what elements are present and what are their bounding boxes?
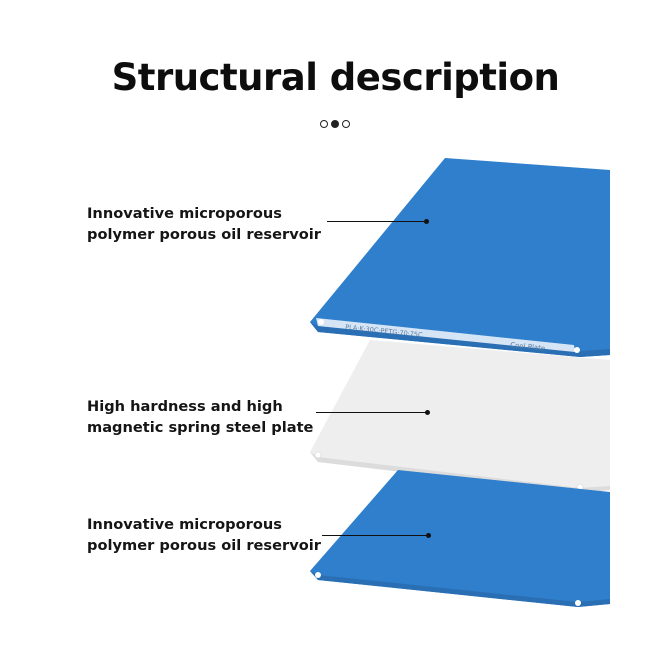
pager-dot[interactable]	[342, 120, 350, 128]
middle-steel-plate	[310, 340, 610, 493]
layer-label-middle-line2: magnetic spring steel plate	[87, 419, 314, 436]
leader-dot-middle	[425, 410, 430, 415]
pager-dot-active[interactable]	[331, 120, 339, 128]
pager-dot[interactable]	[320, 120, 328, 128]
bottom-blue-plate	[310, 470, 610, 607]
layer-label-bottom: Innovative microporous polymer porous oi…	[87, 514, 321, 556]
leader-line-bottom	[322, 535, 429, 537]
top-blue-plate: PLA·K·30C·PETG·70·75C Cool Plate	[310, 158, 610, 357]
leader-dot-bottom	[426, 533, 431, 538]
layer-label-middle: High hardness and high magnetic spring s…	[87, 396, 313, 438]
leader-line-middle	[316, 412, 428, 414]
plate-marking-right: Cool Plate	[510, 341, 546, 353]
page-title: Structural description	[111, 56, 560, 99]
carousel-pager[interactable]	[320, 119, 352, 129]
layer-label-top: Innovative microporous polymer porous oi…	[87, 203, 321, 245]
layer-label-top-line1: Innovative microporous	[87, 205, 282, 222]
layer-label-top-line2: polymer porous oil reservoir	[87, 226, 321, 243]
leader-line-top	[327, 221, 426, 223]
layer-label-middle-line1: High hardness and high	[87, 398, 283, 415]
leader-dot-top	[424, 219, 429, 224]
layer-label-bottom-line2: polymer porous oil reservoir	[87, 537, 321, 554]
layer-label-bottom-line1: Innovative microporous	[87, 516, 282, 533]
